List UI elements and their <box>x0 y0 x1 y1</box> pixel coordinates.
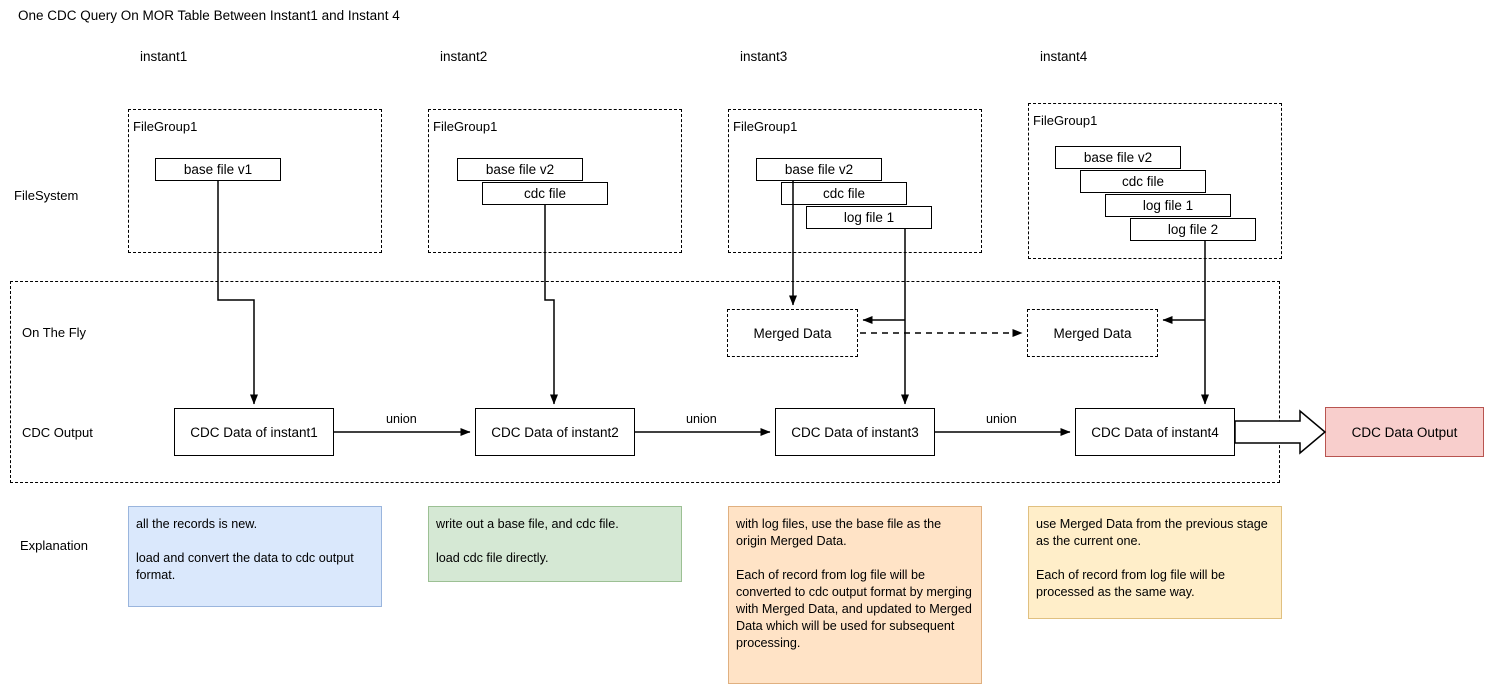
union-label-1: union <box>386 412 417 426</box>
block-arrow-to-output <box>1234 409 1327 455</box>
page-title: One CDC Query On MOR Table Between Insta… <box>18 8 400 23</box>
file-box-cdc-file-i3[interactable]: cdc file <box>781 182 907 205</box>
explanation-paragraph: use Merged Data from the previous stage … <box>1036 517 1268 548</box>
cdc-data-box-instant4[interactable]: CDC Data of instant4 <box>1075 408 1235 456</box>
file-box-base-file-v2-i3[interactable]: base file v2 <box>756 158 882 181</box>
row-label-explanation: Explanation <box>20 538 88 553</box>
explanation-box-instant1: all the records is new. load and convert… <box>128 506 382 607</box>
file-box-log-file-2-i4[interactable]: log file 2 <box>1130 218 1256 241</box>
row-label-on-the-fly: On The Fly <box>22 325 87 340</box>
merged-data-box-instant4[interactable]: Merged Data <box>1027 309 1158 357</box>
file-box-base-file-v1[interactable]: base file v1 <box>155 158 281 181</box>
row-label-cdc-output: CDC Output <box>22 425 93 440</box>
explanation-paragraph: all the records is new. <box>136 517 258 531</box>
row-label-filesystem: FileSystem <box>14 188 79 203</box>
column-header-instant3: instant3 <box>740 49 788 64</box>
union-label-3: union <box>986 412 1017 426</box>
explanation-paragraph: write out a base file, and cdc file. <box>436 517 619 531</box>
processing-container <box>10 281 1280 483</box>
union-label-2: union <box>686 412 717 426</box>
file-box-base-file-v2-i2[interactable]: base file v2 <box>457 158 583 181</box>
column-header-instant1: instant1 <box>140 49 188 64</box>
file-box-cdc-file-i4[interactable]: cdc file <box>1080 170 1206 193</box>
file-box-base-file-v2-i4[interactable]: base file v2 <box>1055 146 1181 169</box>
filegroup-label-instant4: FileGroup1 <box>1033 113 1098 128</box>
explanation-box-instant3: with log files, use the base file as the… <box>728 506 982 684</box>
column-header-instant4: instant4 <box>1040 49 1088 64</box>
filegroup-label-instant3: FileGroup1 <box>733 119 798 134</box>
explanation-paragraph: Each of record from log file will be con… <box>736 568 972 650</box>
explanation-box-instant4: use Merged Data from the previous stage … <box>1028 506 1282 619</box>
explanation-paragraph: load and convert the data to cdc output … <box>136 551 354 582</box>
connector-i1-base-to-cdc <box>217 181 258 405</box>
column-header-instant2: instant2 <box>440 49 488 64</box>
merged-data-box-instant3[interactable]: Merged Data <box>727 309 858 357</box>
file-box-cdc-file-i2[interactable]: cdc file <box>482 182 608 205</box>
file-box-log-file-1-i3[interactable]: log file 1 <box>806 206 932 229</box>
explanation-paragraph: Each of record from log file will be pro… <box>1036 568 1225 599</box>
cdc-data-box-instant1[interactable]: CDC Data of instant1 <box>174 408 334 456</box>
file-box-log-file-1-i4[interactable]: log file 1 <box>1105 194 1231 217</box>
filegroup-container-instant4 <box>1028 103 1282 259</box>
cdc-data-output-box[interactable]: CDC Data Output <box>1325 407 1484 457</box>
explanation-paragraph: load cdc file directly. <box>436 551 549 565</box>
filegroup-label-instant2: FileGroup1 <box>433 119 498 134</box>
explanation-paragraph: with log files, use the base file as the… <box>736 517 942 548</box>
filegroup-container-instant1 <box>128 109 382 253</box>
filegroup-label-instant1: FileGroup1 <box>133 119 198 134</box>
explanation-box-instant2: write out a base file, and cdc file. loa… <box>428 506 682 582</box>
filegroup-container-instant3 <box>728 109 982 253</box>
filegroup-container-instant2 <box>428 109 682 253</box>
cdc-data-box-instant3[interactable]: CDC Data of instant3 <box>775 408 935 456</box>
cdc-data-box-instant2[interactable]: CDC Data of instant2 <box>475 408 635 456</box>
connector-i2-cdc-to-cdc <box>544 205 558 405</box>
